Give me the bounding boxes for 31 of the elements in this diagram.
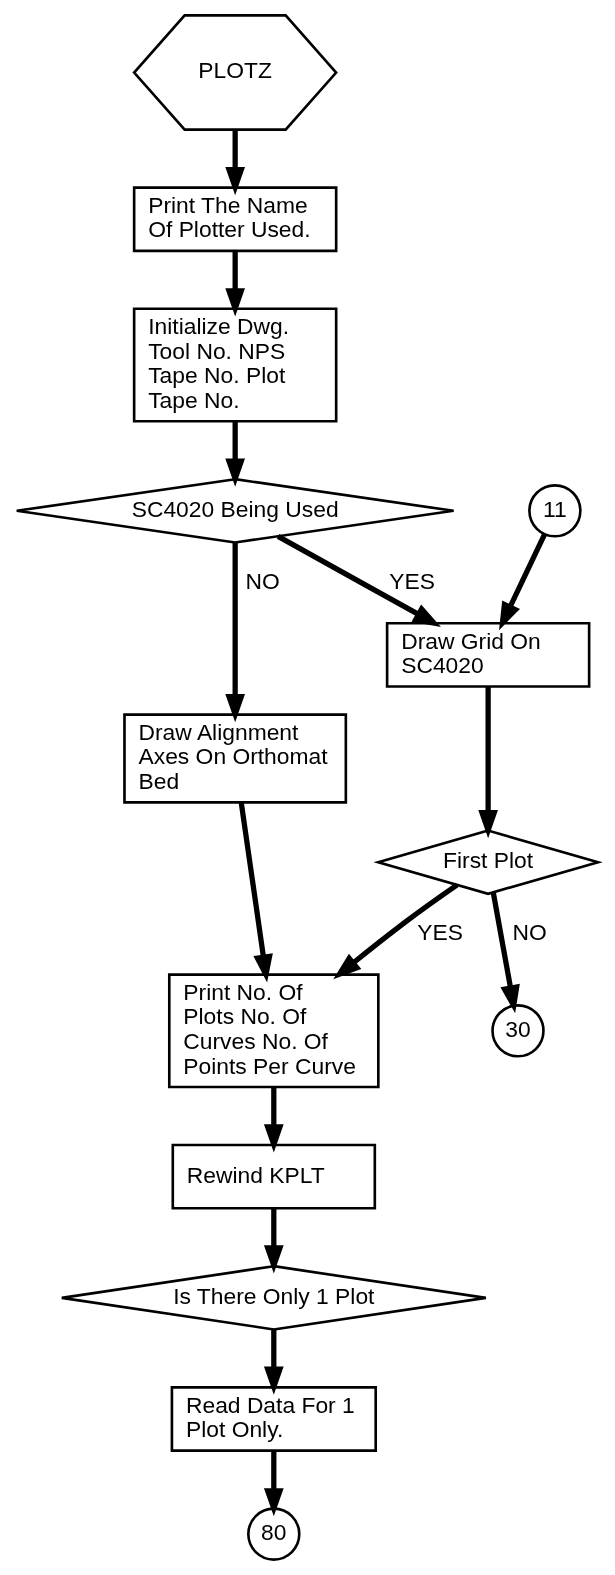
arrow	[238, 802, 273, 983]
arrow	[499, 533, 547, 631]
arrow	[263, 1450, 284, 1517]
arrow	[225, 130, 246, 196]
node-box: Print No. Of Plots No. Of Curves No. Of Points Per Curve	[167, 973, 380, 1089]
edge-label: YES	[389, 567, 435, 594]
node-diamond: First Plot	[373, 829, 603, 896]
arrow	[263, 1329, 284, 1395]
node-box: Initialize Dwg. Tool No. NPS Tape No. Plot Tape No.	[132, 307, 338, 423]
node-box: Print The Name Of Plotter Used.	[132, 186, 338, 253]
node-diamond: SC4020 Being Used	[15, 477, 455, 544]
arrow	[225, 421, 246, 487]
node-circle: 30	[491, 1004, 545, 1058]
arrow	[263, 1087, 284, 1153]
arrow	[225, 542, 246, 723]
node-diamond: Is There Only 1 Plot	[60, 1264, 488, 1331]
arrow	[276, 534, 441, 627]
node-box: Draw Grid On SC4020	[385, 621, 591, 688]
edge-label: YES	[417, 919, 463, 946]
node-box: Rewind KPLT	[171, 1143, 377, 1210]
arrow	[490, 892, 520, 1014]
edge-label: NO	[245, 567, 280, 594]
node-box: Draw Alignment Axes On Orthomat Bed	[123, 713, 348, 804]
node-circle: 80	[247, 1507, 301, 1561]
arrow	[478, 686, 498, 839]
node-circle: 11	[528, 484, 582, 538]
arrow	[225, 251, 246, 317]
node-box: Read Data For 1 Plot Only.	[170, 1386, 377, 1452]
arrow	[333, 882, 459, 980]
arrow	[263, 1208, 284, 1274]
edge-label: NO	[512, 919, 547, 946]
